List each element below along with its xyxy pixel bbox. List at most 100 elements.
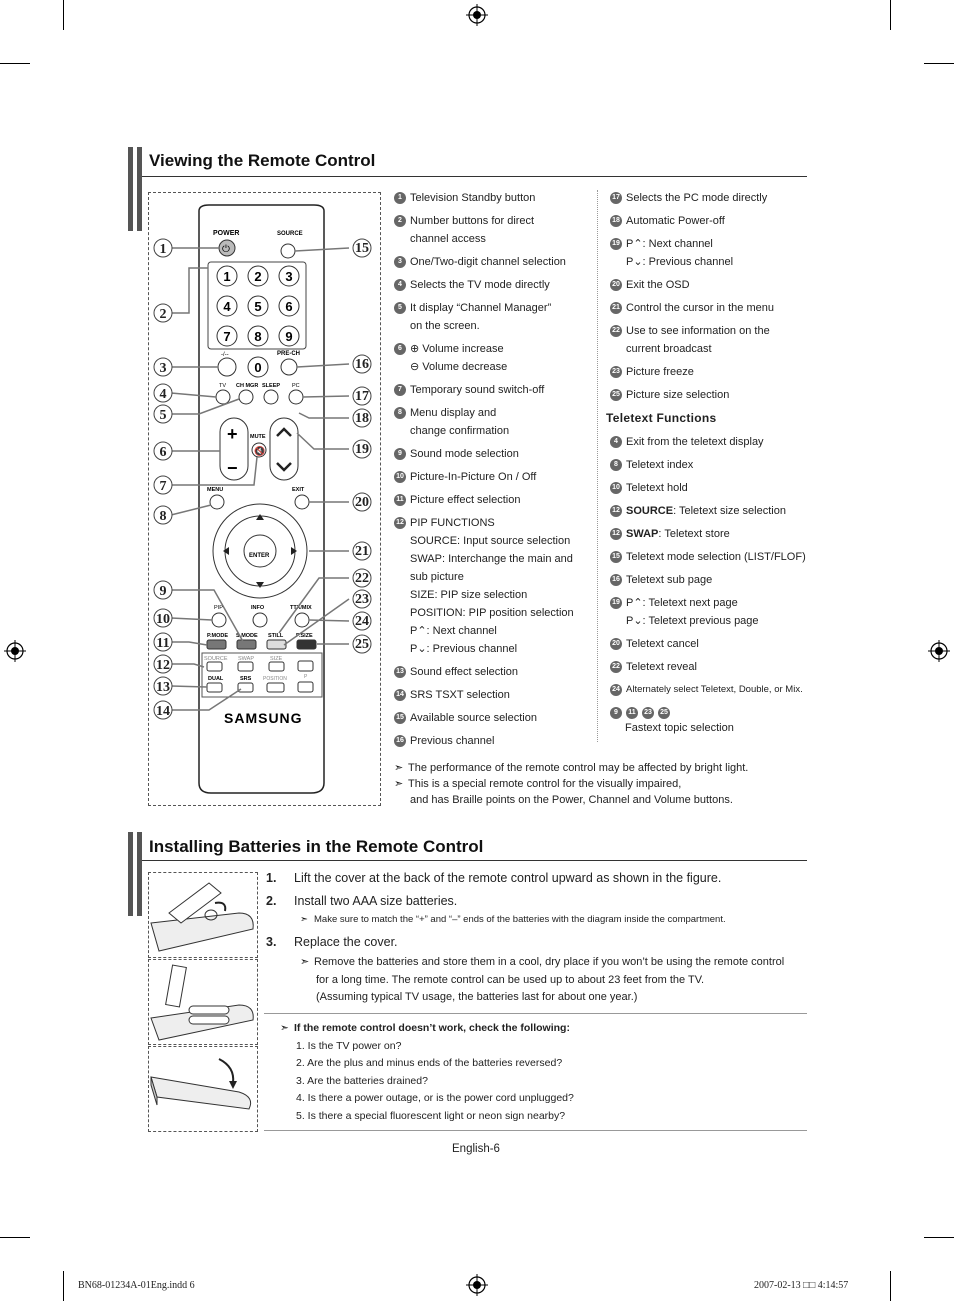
item-number: 11 [394, 494, 406, 506]
digit-button[interactable] [278, 295, 300, 317]
digit-button[interactable] [278, 265, 300, 287]
callout-number: 7 [160, 479, 167, 494]
step-number: 2. [266, 894, 277, 908]
dual-button[interactable] [206, 682, 223, 693]
function-item: 22 Teletext reveal [610, 658, 810, 676]
position-button[interactable] [266, 682, 285, 693]
still-button[interactable] [266, 639, 287, 650]
crop-mark [924, 63, 954, 64]
install-step: 1.Lift the cover at the back of the remo… [266, 871, 721, 885]
psize-label: P.SIZE [296, 633, 313, 639]
smode-label: S.MODE [236, 633, 258, 639]
enter-label: ENTER [249, 553, 270, 559]
item-text: Automatic Power-off [626, 215, 725, 227]
item-number: 22 [610, 661, 622, 673]
chmgr-button[interactable] [238, 389, 254, 405]
pip-source-button[interactable] [206, 661, 223, 672]
volume-down-icon: − [227, 458, 238, 478]
item-number: 9 [610, 707, 622, 719]
item-text: Sound mode selection [410, 448, 519, 460]
pip-button[interactable] [211, 612, 227, 628]
item-number: 11 [626, 707, 638, 719]
trouble-item: 4. Is there a power outage, or is the po… [296, 1092, 574, 1104]
callout-number: 14 [156, 704, 170, 719]
section-title: Viewing the Remote Control [149, 151, 376, 170]
callout-number: 6 [160, 445, 167, 460]
item-text: Teletext reveal [626, 661, 697, 673]
digit-label: 2 [254, 269, 261, 284]
callout-number: 5 [160, 408, 167, 423]
item-text: Use to see information on the current br… [626, 325, 770, 355]
callouts-right [352, 238, 372, 654]
srs-button[interactable] [237, 682, 254, 693]
digit-button[interactable] [247, 325, 269, 347]
digit-button[interactable] [247, 356, 269, 378]
mute-label: MUTE [250, 434, 266, 440]
pip-channel-down-button[interactable] [297, 681, 314, 693]
callout-number: 13 [156, 680, 170, 695]
column-divider [597, 190, 598, 742]
item-text: Temporary sound switch-off [410, 384, 545, 396]
sleep-label: SLEEP [262, 383, 280, 389]
digit-button[interactable] [247, 295, 269, 317]
digit-button[interactable] [278, 325, 300, 347]
digit-button[interactable] [216, 295, 238, 317]
swap-button[interactable] [237, 661, 254, 672]
ttx-mix-button[interactable] [294, 612, 310, 628]
tv-button[interactable] [215, 389, 231, 405]
function-item: 9 Sound mode selection [394, 445, 594, 463]
callout-number: 9 [160, 584, 167, 599]
item-text: Alternately select Teletext, Double, or … [626, 684, 803, 695]
psize-button[interactable] [296, 639, 317, 650]
mute-button[interactable] [251, 442, 267, 458]
pmode-button[interactable] [206, 639, 227, 650]
battery-cover-image [148, 872, 258, 958]
pc-button[interactable] [288, 389, 304, 405]
item-text: Teletext sub page [626, 574, 713, 586]
item-text: Available source selection [410, 712, 537, 724]
item-number: 19 [610, 238, 622, 250]
item-text: P⌃: Next channel P⌄: Previous channel [626, 238, 734, 268]
note-text: for a long time. The remote control can … [316, 973, 705, 986]
page-number: English-6 [452, 1143, 500, 1155]
item-text: Picture freeze [626, 366, 694, 378]
digit-button[interactable] [216, 265, 238, 287]
item-text: One/Two-digit channel selection [410, 256, 566, 268]
volume-rocker[interactable] [219, 417, 249, 481]
info-button[interactable] [252, 612, 268, 628]
item-number: 8 [394, 407, 406, 419]
sleep-button[interactable] [263, 389, 279, 405]
smode-button[interactable] [236, 639, 257, 650]
enter-button[interactable] [243, 534, 277, 568]
item-number: 4 [394, 279, 406, 291]
prech-button[interactable] [280, 358, 298, 376]
callout-number: 19 [355, 442, 369, 457]
pip-channel-up-button[interactable] [297, 660, 314, 672]
item-text: ⊕ Volume increase ⊖ Volume decrease [410, 343, 508, 373]
digit-button[interactable] [216, 325, 238, 347]
item-number: 9 [394, 448, 406, 460]
callout-number: 2 [160, 307, 167, 322]
channel-up-icon [276, 427, 292, 437]
exit-button[interactable] [294, 494, 310, 510]
source-button[interactable] [280, 243, 296, 259]
trouble-item: 5. Is there a special fluorescent light … [296, 1109, 566, 1122]
size-button[interactable] [268, 661, 285, 672]
dash-button[interactable] [217, 357, 237, 377]
menu-button[interactable] [209, 494, 225, 510]
item-number: 8 [610, 459, 622, 471]
step-number: 1. [266, 871, 277, 885]
callout-number: 25 [355, 637, 369, 652]
digit-button[interactable] [247, 265, 269, 287]
